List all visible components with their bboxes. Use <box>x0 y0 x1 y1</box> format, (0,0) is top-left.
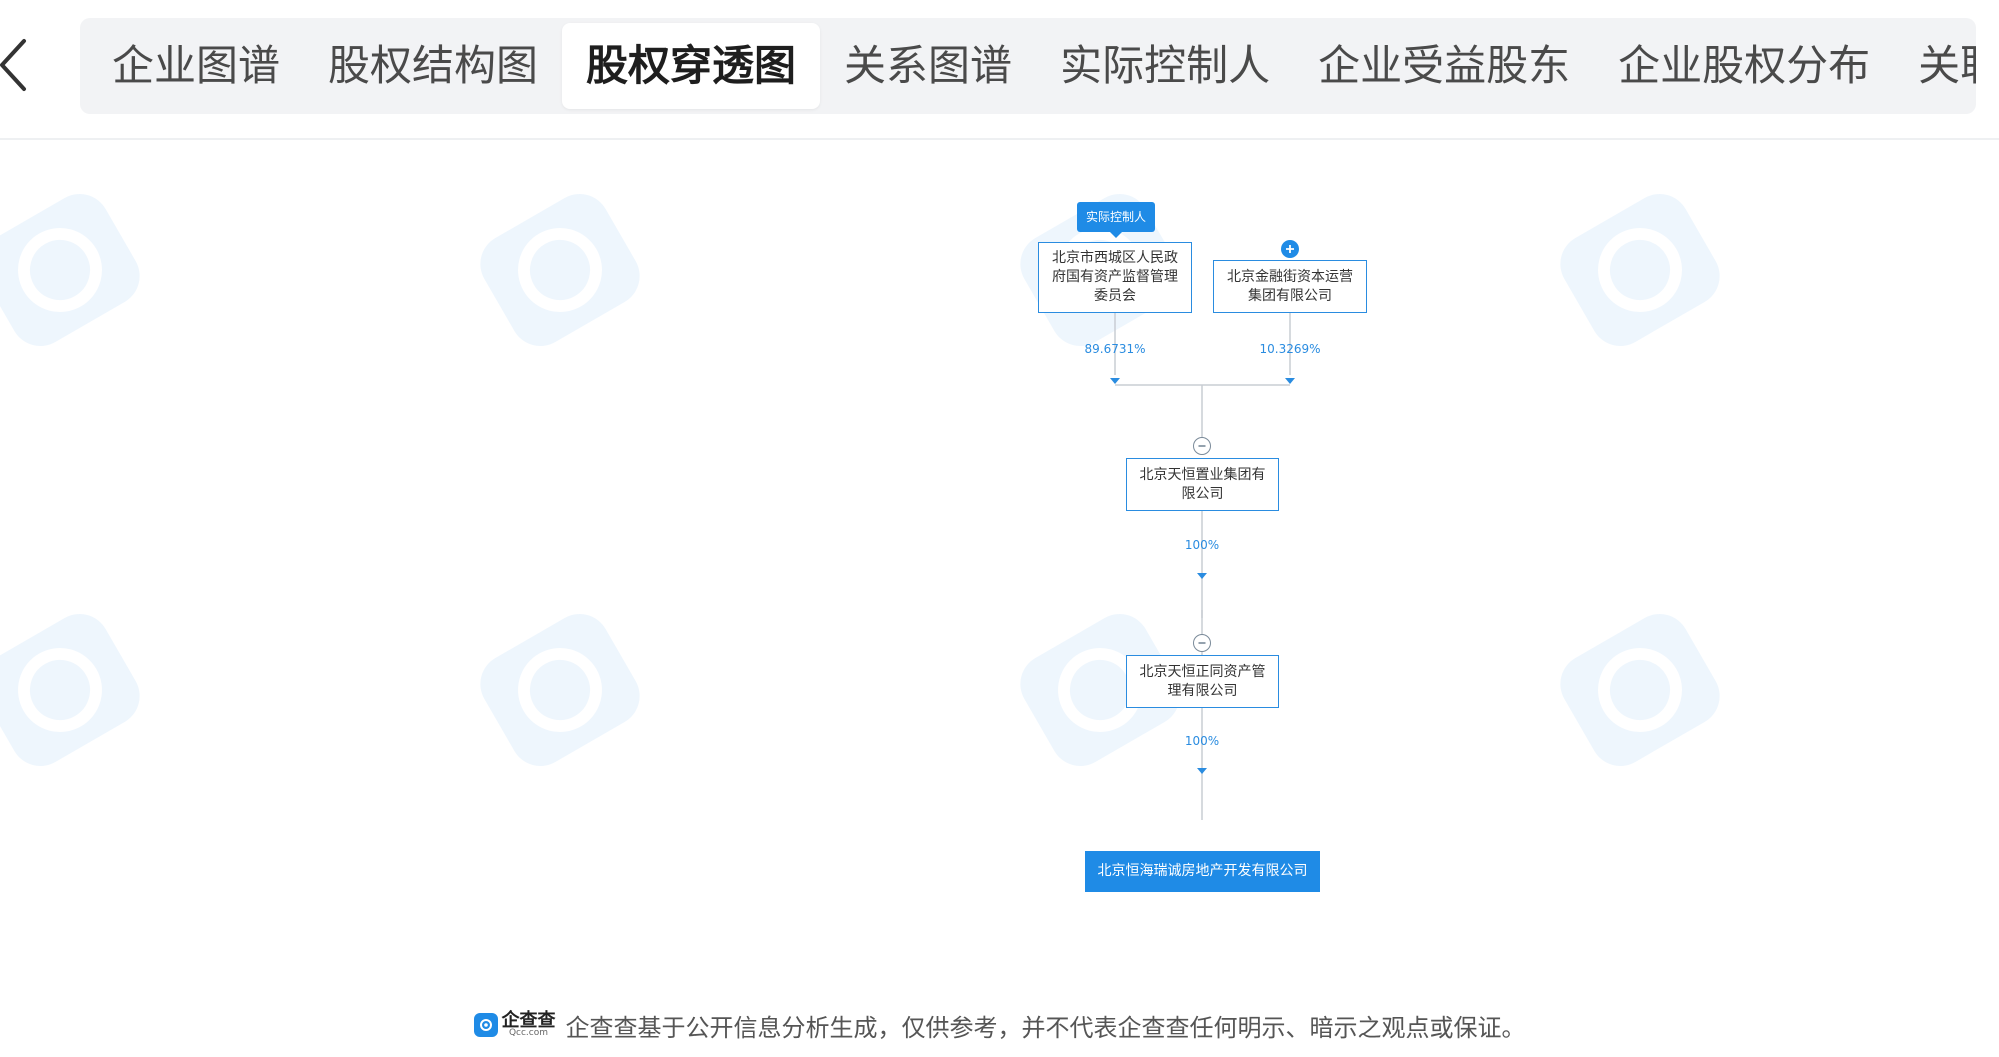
target-company-node[interactable]: 北京恒海瑞诚房地产开发有限公司 <box>1085 851 1320 892</box>
shareholder-node-financial-street-capital[interactable]: 北京金融街资本运营集团有限公司 <box>1213 260 1367 313</box>
shareholder-node-xicheng-sasac[interactable]: 北京市西城区人民政府国有资产监督管理委员会 <box>1038 242 1192 313</box>
company-node-tianheng-group[interactable]: 北京天恒置业集团有限公司 <box>1126 458 1279 511</box>
tab-related[interactable]: 关联 <box>1918 41 1976 90</box>
footer-disclaimer: 企查查 Qcc.com 企查查基于公开信息分析生成，仅供参考，并不代表企查查任何… <box>0 1005 1999 1045</box>
shareholder-1-percentage: 89.6731% <box>1084 342 1146 356</box>
tab-actual-controller[interactable]: 实际控制人 <box>1060 41 1271 90</box>
chevron-left-icon <box>0 39 26 91</box>
tab-relationship-graph[interactable]: 关系图谱 <box>844 41 1013 90</box>
footer-brand-name: 企查查 <box>501 1009 556 1031</box>
qcc-logo-icon <box>473 1013 498 1037</box>
footer-disclaimer-text: 企查查基于公开信息分析生成，仅供参考，并不代表企查查任何明示、暗示之观点或保证。 <box>565 1013 1526 1042</box>
tab-equity-penetration[interactable]: 股权穿透图 <box>562 23 821 109</box>
level-2-percentage: 100% <box>1184 734 1220 748</box>
company-node-tianheng-zhengtong[interactable]: 北京天恒正同资产管理有限公司 <box>1126 655 1279 708</box>
collapse-icon[interactable] <box>1193 634 1211 652</box>
tab-equity-distribution[interactable]: 企业股权分布 <box>1618 41 1871 90</box>
actual-controller-tag: 实际控制人 <box>1077 202 1156 238</box>
tab-enterprise-graph[interactable]: 企业图谱 <box>112 41 281 90</box>
top-bar: 企业图谱 股权结构图 股权穿透图 关系图谱 实际控制人 企业受益股东 企业股权分… <box>0 0 1999 140</box>
tab-bar: 企业图谱 股权结构图 股权穿透图 关系图谱 实际控制人 企业受益股东 企业股权分… <box>80 18 1976 114</box>
footer-brand-domain: Qcc.com <box>508 1027 549 1038</box>
expand-icon[interactable] <box>1281 240 1299 258</box>
footer-logo: 企查查 Qcc.com <box>473 1009 556 1038</box>
footer-brand: 企查查 Qcc.com <box>501 1009 556 1038</box>
equity-chart-canvas[interactable]: 实际控制人 北京市西城区人民政府国有资产监督管理委员会 89.6731% 北京金… <box>0 140 1999 1057</box>
tab-beneficial-owner[interactable]: 企业受益股东 <box>1318 41 1571 90</box>
connector-lines <box>1110 313 1295 820</box>
level-1-percentage: 100% <box>1184 538 1220 552</box>
tab-equity-structure[interactable]: 股权结构图 <box>328 41 539 90</box>
back-button[interactable] <box>0 30 40 100</box>
collapse-icon[interactable] <box>1193 437 1211 455</box>
shareholder-2-percentage: 10.3269% <box>1259 342 1321 356</box>
